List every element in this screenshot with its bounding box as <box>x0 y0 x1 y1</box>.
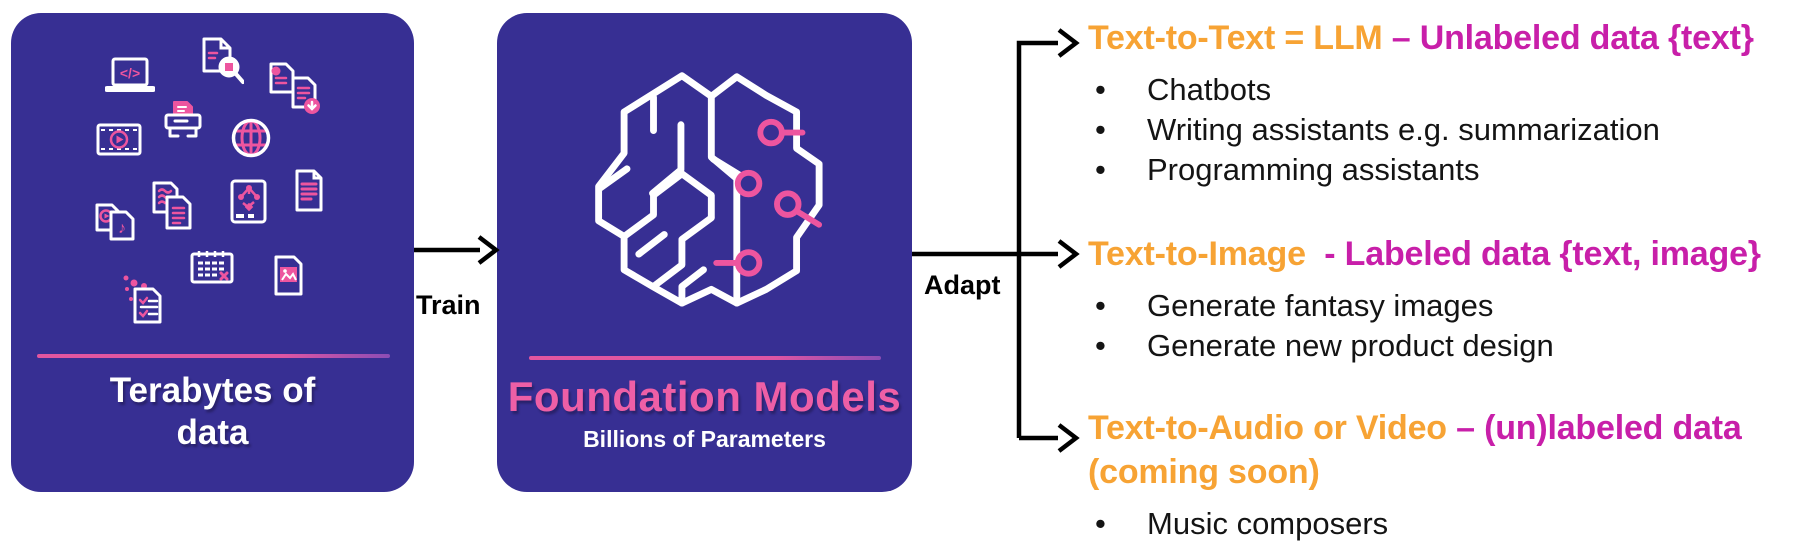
billions-parameters-subtitle: Billions of Parameters <box>583 426 826 452</box>
heading-magenta-part: – Unlabeled data {text} <box>1391 19 1754 57</box>
bullet-text: Programming assistants <box>1147 152 1480 187</box>
divider-line <box>37 354 390 358</box>
heading-orange-part: Text-to-Audio or Video <box>1088 409 1447 447</box>
calendar-icon <box>190 251 234 284</box>
train-arrow-label: Train <box>416 290 481 320</box>
bullet-list: • Music composers <box>1088 504 1814 544</box>
device-graph-icon <box>230 179 267 224</box>
foundation-models-box: Foundation Models Billions of Parameters <box>497 13 912 492</box>
scatter-checklist-icon <box>123 275 162 324</box>
heading-orange-part: Text-to-Text = LLM <box>1088 19 1383 57</box>
heading-magenta-part: - Labeled data {text, image} <box>1324 235 1761 273</box>
bullet-list: • Generate fantasy images • Generate new… <box>1088 286 1814 366</box>
adapt-arrow-label: Adapt <box>924 270 1001 300</box>
music-note-glyph: ♪ <box>118 220 126 237</box>
bullet-marker: • <box>1095 112 1106 147</box>
bullet-text: Generate fantasy images <box>1147 288 1494 323</box>
bullet-item: • Writing assistants e.g. summarization <box>1088 110 1814 150</box>
bullet-marker: • <box>1095 506 1106 541</box>
text-to-image-section: Text-to-Image - Labeled data {text, imag… <box>1088 232 1814 366</box>
bullet-text: Generate new product design <box>1147 328 1554 363</box>
bullet-item: • Generate fantasy images <box>1088 286 1814 326</box>
bullet-text: Chatbots <box>1147 72 1272 107</box>
bullet-item: • Programming assistants <box>1088 150 1814 190</box>
bullet-text: Writing assistants e.g. summarization <box>1147 112 1660 147</box>
code-glyph: </> <box>120 65 140 81</box>
film-play-icon <box>96 123 142 156</box>
bullet-marker: • <box>1095 152 1106 187</box>
section-heading: Text-to-Text = LLM – Unlabeled data {tex… <box>1088 16 1814 60</box>
text-to-text-section: Text-to-Text = LLM – Unlabeled data {tex… <box>1088 16 1814 190</box>
document-scribble-lines-icon <box>152 181 192 230</box>
terabytes-data-box: </> <box>11 13 414 492</box>
bullet-text: Music composers <box>1147 506 1389 541</box>
brain-circuit-icon <box>595 72 823 307</box>
foundation-models-title: Foundation Models <box>507 373 902 420</box>
bullet-item: • Music composers <box>1088 504 1814 544</box>
text-to-audio-video-section: Text-to-Audio or Video – (un)labeled dat… <box>1088 406 1814 544</box>
left-box-title-line2: data <box>176 413 249 452</box>
document-gear-download-icon <box>269 62 320 114</box>
divider-line <box>529 356 881 360</box>
bullet-marker: • <box>1095 288 1106 323</box>
heading-magenta-part: – (un)labeled data <box>1456 409 1742 447</box>
left-box-title: Terabytes of data <box>11 370 414 454</box>
bullet-list: • Chatbots • Writing assistants e.g. sum… <box>1088 70 1814 190</box>
document-video-music-icon: ♪ <box>95 203 135 241</box>
section-heading: Text-to-Audio or Video – (un)labeled dat… <box>1088 406 1814 450</box>
document-image-icon <box>274 255 303 296</box>
heading-orange-line2: (coming soon) <box>1088 453 1320 491</box>
printer-icon <box>164 101 202 138</box>
document-search-icon <box>202 37 244 84</box>
left-box-title-line1: Terabytes of <box>109 371 316 410</box>
bullet-item: • Chatbots <box>1088 70 1814 110</box>
bullet-item: • Generate new product design <box>1088 326 1814 366</box>
section-heading: Text-to-Image - Labeled data {text, imag… <box>1088 232 1814 276</box>
bullet-marker: • <box>1095 72 1106 107</box>
globe-icon <box>231 118 271 158</box>
laptop-code-icon: </> <box>105 57 155 92</box>
bullet-marker: • <box>1095 328 1106 363</box>
heading-orange-part: Text-to-Image <box>1088 235 1316 273</box>
document-lines-icon <box>295 169 323 212</box>
